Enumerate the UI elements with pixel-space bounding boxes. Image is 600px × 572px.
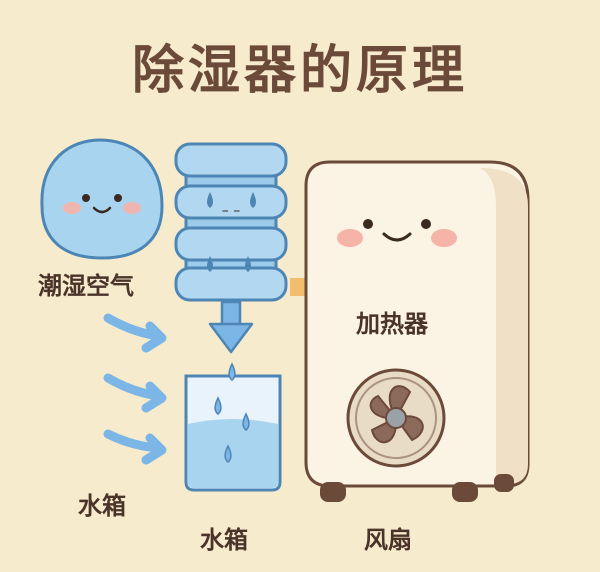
airflow-arrows xyxy=(103,313,167,465)
droplet-icon xyxy=(224,444,232,463)
label-fan: 风扇 xyxy=(364,526,412,554)
droplet-icon xyxy=(207,256,213,272)
eye-icon xyxy=(363,219,373,229)
droplet-icon xyxy=(207,192,213,208)
condenser-coil: – – xyxy=(174,142,288,302)
droplet-icon xyxy=(242,412,250,431)
label-water-tank: 水箱 xyxy=(200,526,248,554)
droplet-icon xyxy=(250,192,256,208)
down-arrow-icon xyxy=(208,300,254,354)
label-water-tank-left: 水箱 xyxy=(78,492,126,520)
eye-icon xyxy=(82,194,90,202)
droplet-icon xyxy=(245,256,251,272)
dehumidifier-machine xyxy=(304,160,530,502)
fan-icon xyxy=(346,368,446,468)
eye-icon xyxy=(421,219,431,229)
label-heater: 加热器 xyxy=(356,310,428,338)
droplet-icon xyxy=(228,362,236,381)
label-humid-air: 潮湿空气 xyxy=(38,272,134,300)
eye-icon xyxy=(114,194,122,202)
humid-air-character xyxy=(40,138,164,260)
svg-text:– –: – – xyxy=(222,203,240,219)
water-tank xyxy=(184,362,282,492)
droplet-icon xyxy=(214,396,222,415)
page-title: 除湿器的原理 xyxy=(131,41,468,101)
